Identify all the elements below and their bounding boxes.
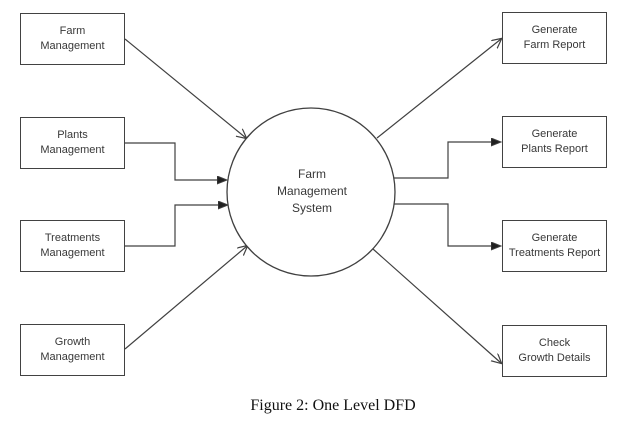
- process-circle: [226, 107, 396, 277]
- entity-label-line: Plants: [57, 129, 88, 141]
- output-label-line: Farm Report: [523, 39, 586, 51]
- arrow-plants-to-system: [125, 142, 226, 180]
- entity-label-line: Growth: [54, 336, 91, 348]
- entity-treatments-management: Treatments Management: [20, 220, 125, 272]
- output-label-line: Generate: [531, 24, 578, 36]
- entity-label-line: Management: [40, 351, 105, 363]
- process-label-line: System: [291, 201, 332, 215]
- figure-caption: Figure 2: One Level DFD: [250, 397, 416, 414]
- arrow-treatments-to-system: [125, 205, 227, 247]
- entity-label-line: Management: [40, 247, 105, 259]
- output-generate-farm-report: Generate Farm Report: [502, 12, 607, 64]
- entity-label-line: Farm: [59, 25, 86, 37]
- entity-plants-management: Plants Management: [20, 117, 125, 169]
- output-label-line: Growth Details: [518, 352, 591, 364]
- output-generate-treatments-report: Generate Treatments Report: [502, 220, 607, 272]
- output-label-line: Check: [538, 337, 571, 349]
- output-label-line: Treatments Report: [508, 247, 601, 259]
- process-label-line: Management: [276, 184, 348, 198]
- entity-label-line: Management: [40, 144, 105, 156]
- entity-label-line: Management: [40, 40, 105, 52]
- arrow-farm-to-system: [124, 38, 246, 138]
- arrow-system-to-growth-details: [372, 248, 501, 363]
- arrow-system-to-treatments-report: [394, 203, 500, 246]
- arrow-system-to-plants-report: [394, 142, 500, 179]
- output-check-growth-details: Check Growth Details: [502, 325, 607, 377]
- process-farm-management-system: Farm Management System: [251, 166, 373, 217]
- arrow-system-to-farm-report: [376, 39, 501, 139]
- entity-farm-management: Farm Management: [20, 13, 125, 65]
- entity-label-line: Treatments: [44, 232, 101, 244]
- output-label-line: Plants Report: [521, 143, 588, 155]
- output-label-line: Generate: [531, 232, 578, 244]
- entity-growth-management: Growth Management: [20, 324, 125, 376]
- output-generate-plants-report: Generate Plants Report: [502, 116, 607, 168]
- arrow-growth-to-system: [124, 246, 247, 350]
- process-label-line: Farm: [298, 167, 326, 181]
- output-label-line: Generate: [531, 128, 578, 140]
